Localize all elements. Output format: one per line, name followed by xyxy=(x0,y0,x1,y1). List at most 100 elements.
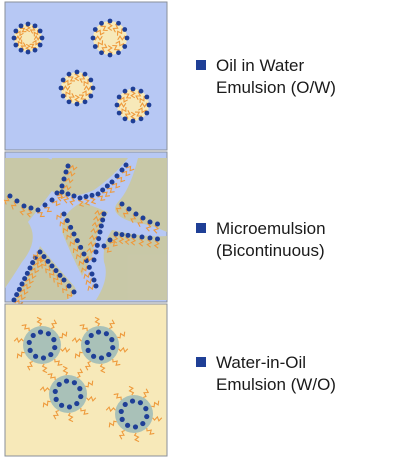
surfactant-head xyxy=(119,416,125,422)
surfactant-tail xyxy=(26,360,33,371)
surfactant-tail xyxy=(94,316,101,327)
surfactant-head xyxy=(144,94,150,100)
surfactant-head xyxy=(93,249,99,255)
wo-panel xyxy=(4,303,168,457)
surfactant-head xyxy=(114,102,120,108)
surfactant-head xyxy=(101,243,107,249)
surfactant-head xyxy=(13,42,19,48)
surfactant-tail xyxy=(109,319,116,330)
surfactant-head xyxy=(51,337,57,343)
surfactant-head xyxy=(146,102,152,108)
bullet-icon xyxy=(196,223,206,233)
surfactant-head xyxy=(11,297,17,303)
surfactant-tail xyxy=(47,373,56,381)
surfactant-head xyxy=(139,234,145,240)
surfactant-head xyxy=(32,47,38,53)
surfactant-head xyxy=(59,183,65,189)
surfactant-head xyxy=(98,355,105,361)
surfactant-head xyxy=(66,283,72,289)
legend-ow-line1: Oil in Water xyxy=(216,56,305,75)
surfactant-head xyxy=(104,183,110,189)
surfactant-tail xyxy=(118,429,125,440)
surfactant-head xyxy=(18,23,24,29)
surfactant-head xyxy=(33,353,39,359)
surfactant-head xyxy=(59,189,65,195)
surfactant-head xyxy=(122,116,128,122)
surfactant-head xyxy=(122,401,128,408)
surfactant-head xyxy=(65,163,71,169)
surfactant-head xyxy=(74,69,80,75)
surfactant-tail xyxy=(59,331,68,339)
surfactant-head xyxy=(25,21,31,27)
surfactant-head xyxy=(91,277,97,283)
surfactant-head xyxy=(35,207,41,213)
surfactant-head xyxy=(122,44,128,49)
surfactant-head xyxy=(144,110,150,116)
surfactant-head xyxy=(48,351,54,358)
surfactant-head xyxy=(116,50,121,56)
surfactant-tail xyxy=(16,351,25,359)
surfactant-head xyxy=(71,231,77,237)
legend-micro-line2: (Bicontinuous) xyxy=(216,241,325,260)
surfactant-head xyxy=(37,42,43,48)
surfactant-head xyxy=(52,344,58,351)
surfactant-head xyxy=(24,270,30,276)
surfactant-head xyxy=(19,281,25,287)
surfactant-head xyxy=(40,355,47,361)
surfactant-head xyxy=(126,206,132,212)
surfactant-head xyxy=(64,218,70,224)
surfactant-head xyxy=(131,233,137,239)
surfactant-head xyxy=(82,71,88,77)
surfactant-head xyxy=(58,85,64,91)
surfactant-tail xyxy=(146,427,155,435)
surfactant-head xyxy=(56,381,62,388)
surfactant-head xyxy=(49,197,55,203)
oil-droplet xyxy=(93,21,127,55)
surfactant-head xyxy=(28,205,34,211)
surfactant-head xyxy=(92,27,98,32)
surfactant-head xyxy=(88,93,94,99)
surfactant-head xyxy=(95,329,102,335)
surfactant-head xyxy=(52,388,58,395)
surfactant-head xyxy=(93,283,99,289)
surfactant-head xyxy=(14,198,20,204)
surfactant-tail xyxy=(80,407,89,415)
surfactant-head xyxy=(94,242,100,248)
surfactant-head xyxy=(138,88,144,94)
emulsion-diagram xyxy=(3,1,168,457)
surfactant-head xyxy=(119,201,125,207)
surfactant-tail xyxy=(52,409,59,420)
surfactant-head xyxy=(90,85,96,91)
surfactant-head xyxy=(123,162,129,168)
surfactant-head xyxy=(140,215,146,221)
surfactant-tail xyxy=(133,432,140,443)
surfactant-head xyxy=(77,386,83,392)
surfactant-head xyxy=(125,422,131,428)
surfactant-head xyxy=(100,187,106,193)
surfactant-head xyxy=(132,424,139,430)
surfactant-head xyxy=(37,249,43,255)
surfactant-head xyxy=(122,27,128,32)
surfactant-head xyxy=(114,173,120,179)
surfactant-head xyxy=(155,221,160,227)
surfactant-head xyxy=(66,404,73,410)
surfactant-tail xyxy=(36,316,43,327)
surfactant-head xyxy=(122,88,128,94)
surfactant-head xyxy=(60,77,66,83)
surfactant-head xyxy=(147,235,153,241)
surfactant-head xyxy=(7,193,13,199)
surfactant-tail xyxy=(42,400,51,408)
surfactant-head xyxy=(130,118,136,124)
surfactant-head xyxy=(81,251,87,257)
surfactant-head xyxy=(137,400,143,406)
surfactant-head xyxy=(144,413,150,420)
legend-wo-label: Water-in-Oil Emulsion (W/O) xyxy=(216,352,336,396)
surfactant-head xyxy=(106,351,112,358)
surfactant-head xyxy=(138,116,144,122)
surfactant-tail xyxy=(77,368,84,379)
surfactant-head xyxy=(88,332,94,339)
surfactant-head xyxy=(53,396,59,402)
surfactant-head xyxy=(32,23,38,29)
surfactant-tail xyxy=(99,363,106,374)
surfactant-tail xyxy=(112,358,121,366)
